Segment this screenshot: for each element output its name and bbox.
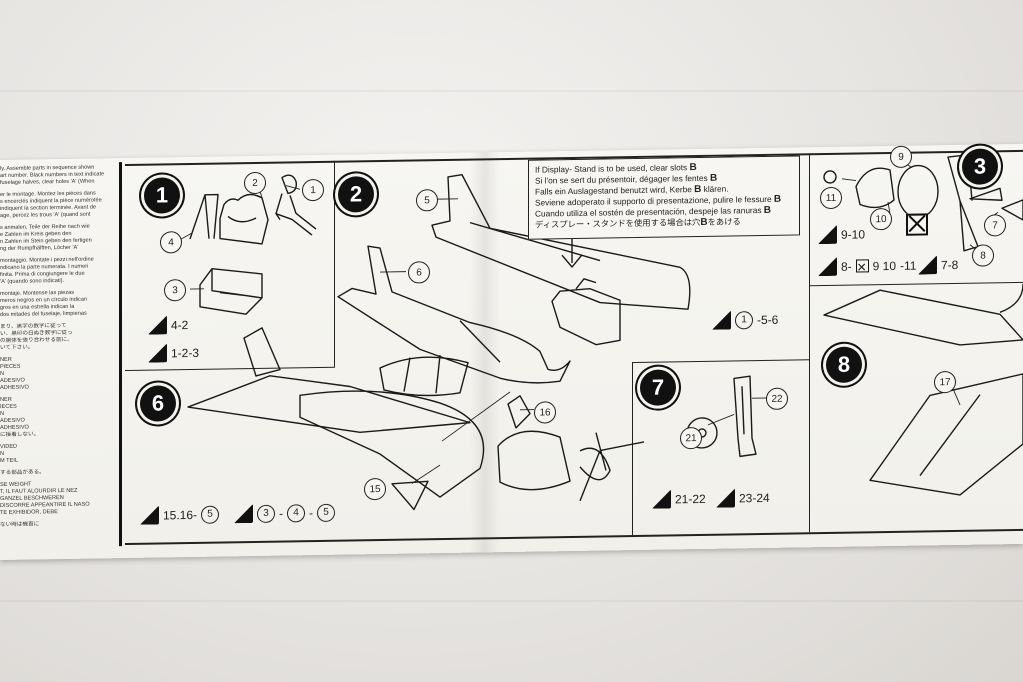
glue-seq-text: 23-24 — [739, 490, 770, 505]
cement-tube-icon — [140, 506, 159, 525]
glue-seq-text: 15.16- — [163, 507, 198, 522]
step6-tail — [243, 327, 281, 377]
part-4-frame — [189, 193, 219, 240]
step6-propeller — [579, 432, 645, 502]
step6-canopy — [379, 355, 469, 397]
part-16-panel — [507, 395, 531, 429]
glue-step6-b: 3-4-5 — [234, 503, 335, 524]
step6-fuselage — [299, 390, 485, 498]
slot-letter: B — [689, 162, 697, 174]
part-7-cap — [1001, 199, 1023, 221]
glue-step7-b: 23-24 — [716, 488, 770, 508]
glue-seq-text: 1-2-3 — [171, 345, 200, 360]
glue-seq-text: 8- — [841, 259, 852, 274]
step6-wing — [187, 375, 471, 434]
glue-seq-text: 9-10 — [841, 226, 866, 242]
no-glue-icon — [906, 213, 928, 236]
note-line-de-suffix: klären. — [701, 183, 729, 194]
step6-cowling — [497, 430, 571, 491]
slot-letter: B — [763, 204, 772, 217]
glue-circled-part: 4 — [287, 503, 305, 522]
slot-letter: B — [700, 216, 708, 228]
glue-step3-b: 8-✕9 10-11 — [818, 256, 916, 277]
glue-circled-part: 5 — [317, 503, 335, 522]
part-1-pilot — [275, 174, 317, 236]
leader-lines — [180, 163, 999, 484]
part-11-spinner — [823, 170, 837, 184]
step8-wing-lower — [869, 373, 1023, 496]
step8-fuselage — [999, 283, 1023, 313]
part-10-hub — [855, 167, 895, 209]
cement-tube-icon — [712, 311, 731, 330]
glue-circled-part: 1 — [735, 310, 753, 329]
display-stand-note: If Display- Stand is to be used, clear s… — [528, 155, 800, 240]
slot-letter: B — [710, 172, 718, 184]
glue-step7-a: 21-22 — [652, 489, 706, 509]
part-15-intake — [391, 480, 429, 511]
glue-seq-text: 7-8 — [941, 257, 959, 272]
cement-tube-icon — [818, 225, 837, 244]
glue-separator: - — [279, 506, 283, 521]
cement-tube-icon — [148, 315, 167, 334]
glue-step1-a: 4-2 — [148, 315, 188, 335]
part-9-cowl — [897, 164, 939, 219]
glue-circled-part: 3 — [257, 504, 275, 523]
assembly-drawings — [180, 154, 1023, 511]
note-line-ja-suffix: をあける — [707, 216, 741, 227]
glue-step6-a: 15.16-5 — [140, 505, 220, 525]
glue-separator: - — [309, 505, 313, 520]
glue-seq-text: -11 — [900, 258, 917, 273]
note-line-ja: ディスプレー・スタンドを使用する場合は穴 — [535, 216, 701, 230]
cement-tube-icon — [234, 504, 253, 523]
cement-tube-icon — [716, 488, 735, 507]
glue-seq-text: 4-2 — [171, 317, 189, 332]
part-5-fuselage-half — [431, 174, 691, 310]
glue-step3-a: 9-10 — [818, 224, 865, 244]
cement-tube-icon — [652, 489, 671, 508]
glue-seq-text: 9 10 — [872, 258, 897, 273]
step8-wing-left — [823, 289, 1023, 346]
part-22-strut — [733, 375, 757, 458]
cockpit-insert — [551, 278, 621, 346]
part-3-floor — [199, 267, 263, 315]
part-6-fuselage-half — [337, 245, 571, 384]
slot-letter: B — [773, 193, 782, 205]
cement-tube-icon — [148, 343, 167, 362]
no-glue-box-icon: ✕ — [855, 259, 869, 275]
glue-circled-part: 5 — [201, 505, 220, 524]
glue-step2: 1 -5-6 — [712, 310, 778, 330]
glue-step1-b: 1-2-3 — [148, 343, 199, 363]
part-2-seat — [219, 193, 269, 245]
glue-seq-text: -5-6 — [757, 312, 779, 327]
cement-tube-icon — [818, 257, 837, 276]
glue-step3-c: 7-8 — [918, 255, 958, 275]
glue-seq-text: 21-22 — [675, 491, 706, 506]
cement-tube-icon — [918, 255, 937, 274]
